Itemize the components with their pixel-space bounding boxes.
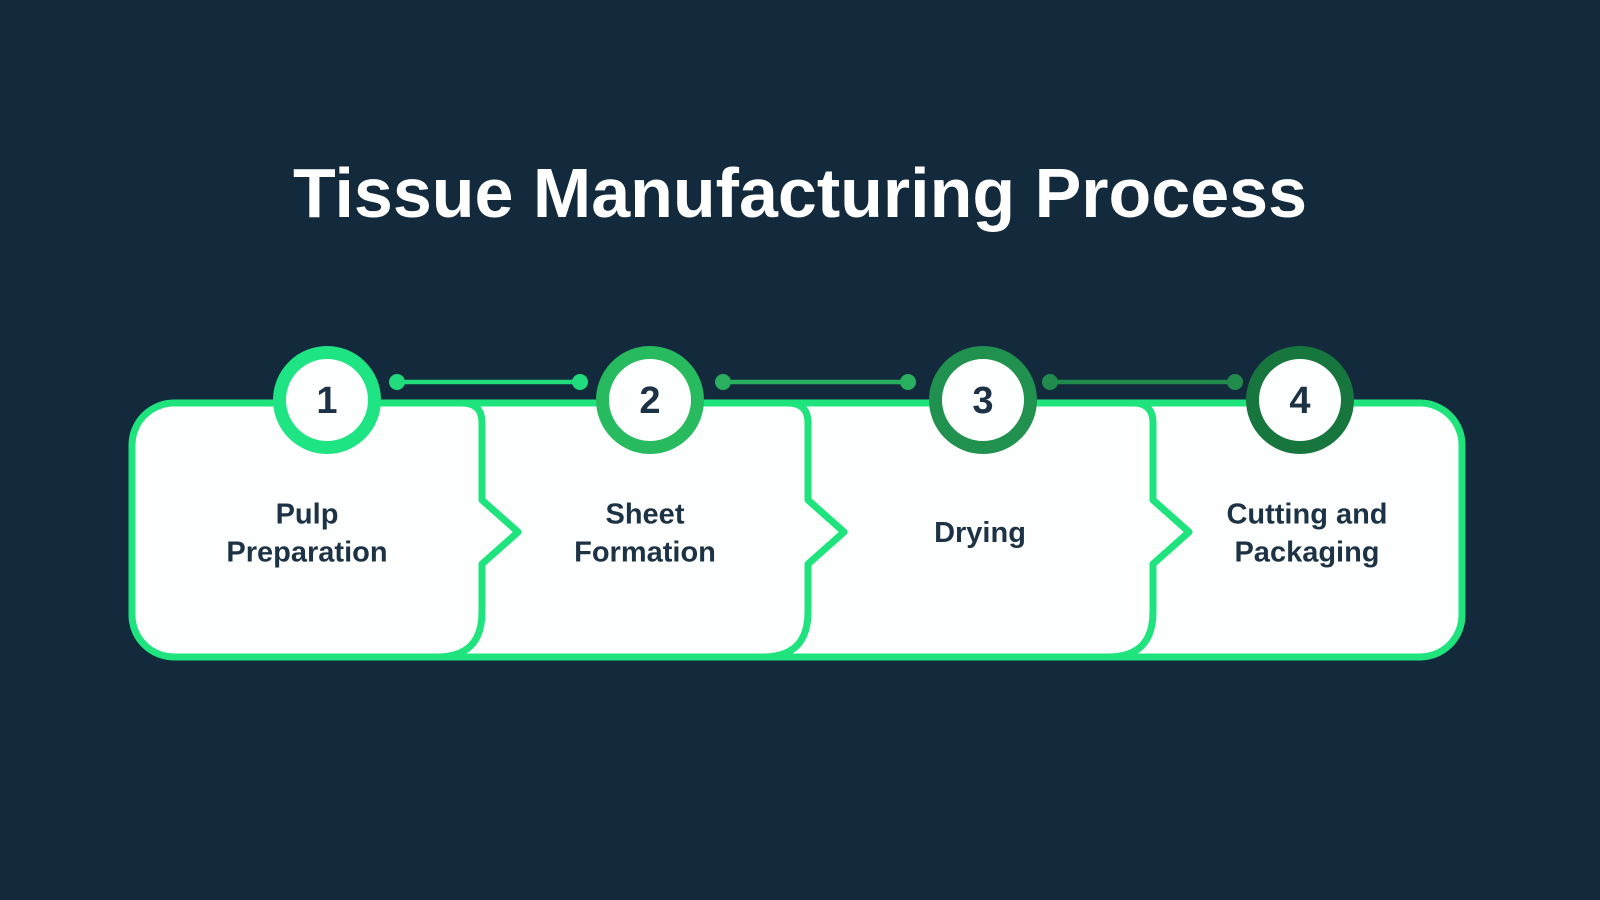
step-label: Drying	[934, 517, 1026, 550]
step-circle	[929, 346, 1037, 454]
step-circle	[1246, 346, 1354, 454]
step-circle	[596, 346, 704, 454]
step-connector	[389, 374, 588, 390]
step-connector	[715, 374, 916, 390]
step-number: 2	[639, 380, 661, 422]
step-number: 1	[316, 380, 338, 422]
chevron-divider	[433, 399, 522, 661]
step-label: Cutting and Packaging	[1226, 498, 1388, 568]
step-number: 4	[1289, 380, 1311, 422]
step-label: Pulp Preparation	[226, 498, 388, 568]
step-connector	[1042, 374, 1243, 390]
step-circle	[273, 346, 381, 454]
chevron-divider	[1104, 399, 1193, 661]
page-title: Tissue Manufacturing Process	[292, 154, 1307, 232]
step-label: Sheet Formation	[574, 498, 716, 568]
step-number: 3	[972, 380, 994, 422]
chevron-divider	[759, 399, 848, 661]
